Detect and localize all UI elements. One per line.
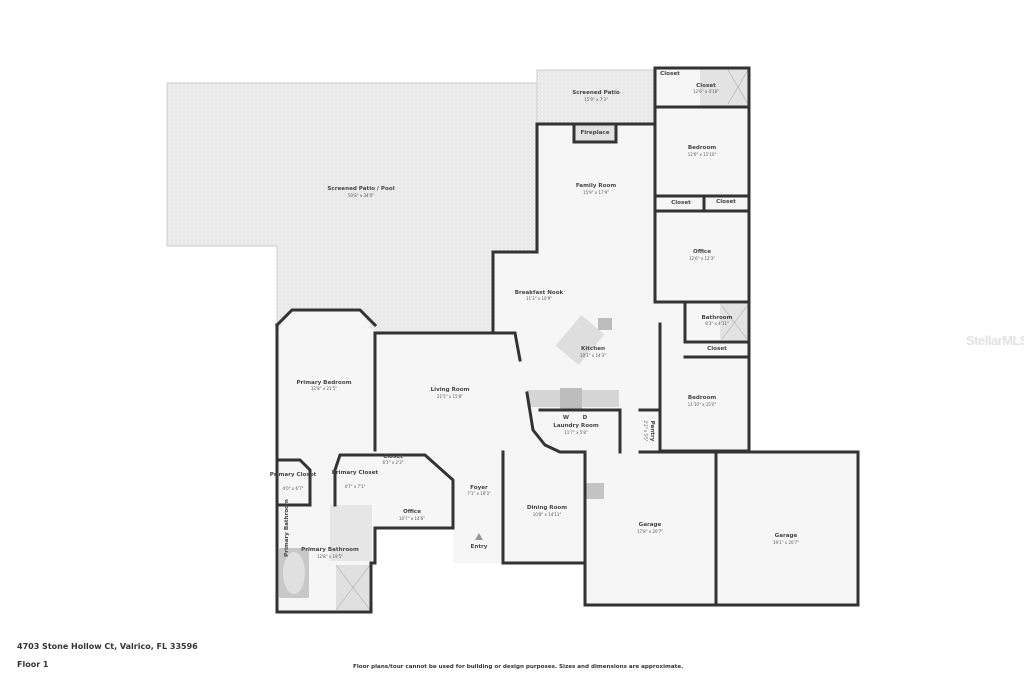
label-closet: Closet [660, 71, 680, 77]
dim-laundry-room: 11'7" x 5'8" [564, 430, 588, 435]
label-living-room: Living Room [431, 387, 470, 393]
label-bedroom: Bedroom [688, 145, 717, 151]
label-breakfast-nook: Breakfast Nook [515, 290, 564, 296]
label-garage: Garage [775, 533, 798, 539]
label-bathroom: Bathroom [702, 315, 733, 321]
walls [274, 66, 860, 614]
dim-foyer: 7'1" x 10'3" [467, 491, 491, 496]
dim-closet: 6'1" x 2'3" [383, 460, 404, 465]
label-office: Office [403, 509, 421, 515]
label-patio: Screened Patio [572, 90, 620, 96]
dim-garage: 17'8" x 20'7" [637, 529, 663, 534]
label-pantry: Pantry [649, 421, 655, 442]
room-labels: Screened Patio / Pool 50'8" x 34'0" Scre… [270, 71, 799, 559]
dim-primary-closet: 4'7" x 7'1" [345, 484, 366, 489]
dim-bedroom: 11'10" x 15'0" [688, 402, 717, 407]
dim-family-room: 15'9" x 17'9" [583, 190, 609, 195]
label-kitchen: Kitchen [581, 346, 605, 352]
disclaimer: Floor plans/tour cannot be used for buil… [353, 664, 684, 670]
label-pool: Screened Patio / Pool [327, 186, 394, 192]
dim-pool: 50'8" x 34'0" [348, 193, 374, 198]
dim-office: 10'7" x 14'6" [399, 516, 425, 521]
label-laundry-room: Laundry Room [553, 423, 599, 429]
label-primary-bedroom: Primary Bedroom [296, 380, 351, 386]
dim-patio: 15'9" x 7'3" [584, 97, 608, 102]
dim-kitchen: 10'1" x 14'3" [580, 353, 606, 358]
dim-closet: 12'6" x 4'10" [693, 89, 719, 94]
dim-garage: 19'1" x 20'7" [773, 540, 799, 545]
label-foyer: Foyer [470, 485, 488, 491]
label-office: Office [693, 249, 711, 255]
shower-marks [335, 69, 749, 611]
label-fireplace: Fireplace [580, 130, 609, 136]
label-bedroom: Bedroom [688, 395, 717, 401]
dim-primary-bathroom: 12'8" x 19'5" [317, 554, 343, 559]
label-dining-room: Dining Room [527, 505, 567, 511]
label-primary-closet: Primary Closet [332, 470, 379, 476]
dim-office: 12'6" x 12'3" [689, 256, 715, 261]
pantry-label: Pantry 2'2" x 5'5" [643, 421, 655, 442]
dryer-icon: D [583, 415, 588, 421]
label-garage: Garage [639, 522, 662, 528]
washer-icon: W [563, 415, 569, 421]
label-primary-closet: Primary Closet [270, 472, 317, 478]
dim-living-room: 21'5" x 15'8" [437, 394, 463, 399]
patio-area [536, 69, 656, 125]
dim-bathroom: 8'3" x 4'11" [705, 321, 729, 326]
dim-bedroom: 12'6" x 11'10" [688, 152, 717, 157]
label-entry: Entry [471, 544, 488, 550]
label-primary-bathroom-wc: Primary Bathroom [284, 499, 290, 557]
entry-arrow-icon [475, 533, 483, 540]
label-primary-bathroom: Primary Bathroom [301, 547, 359, 553]
property-address: 4703 Stone Hollow Ct, Valrico, FL 33596 [17, 642, 198, 651]
dim-dining-room: 10'8" x 14'11" [533, 512, 562, 517]
label-closet: Closet [696, 83, 716, 89]
dim-primary-closet: 4'0" x 6'7" [283, 486, 304, 491]
label-closet: Closet [383, 454, 403, 460]
dim-pantry: 2'2" x 5'5" [643, 421, 648, 442]
label-closet: Closet [707, 346, 727, 352]
dim-primary-bedroom: 12'8" x 21'5" [311, 386, 337, 391]
label-family-room: Family Room [576, 183, 617, 189]
floor-label: Floor 1 [17, 660, 49, 669]
label-closet: Closet [716, 199, 736, 205]
label-closet: Closet [671, 200, 691, 206]
pool-area [166, 82, 538, 334]
dim-breakfast-nook: 11'3" x 10'9" [526, 296, 552, 301]
watermark-logo: StellarMLS [966, 333, 1024, 348]
